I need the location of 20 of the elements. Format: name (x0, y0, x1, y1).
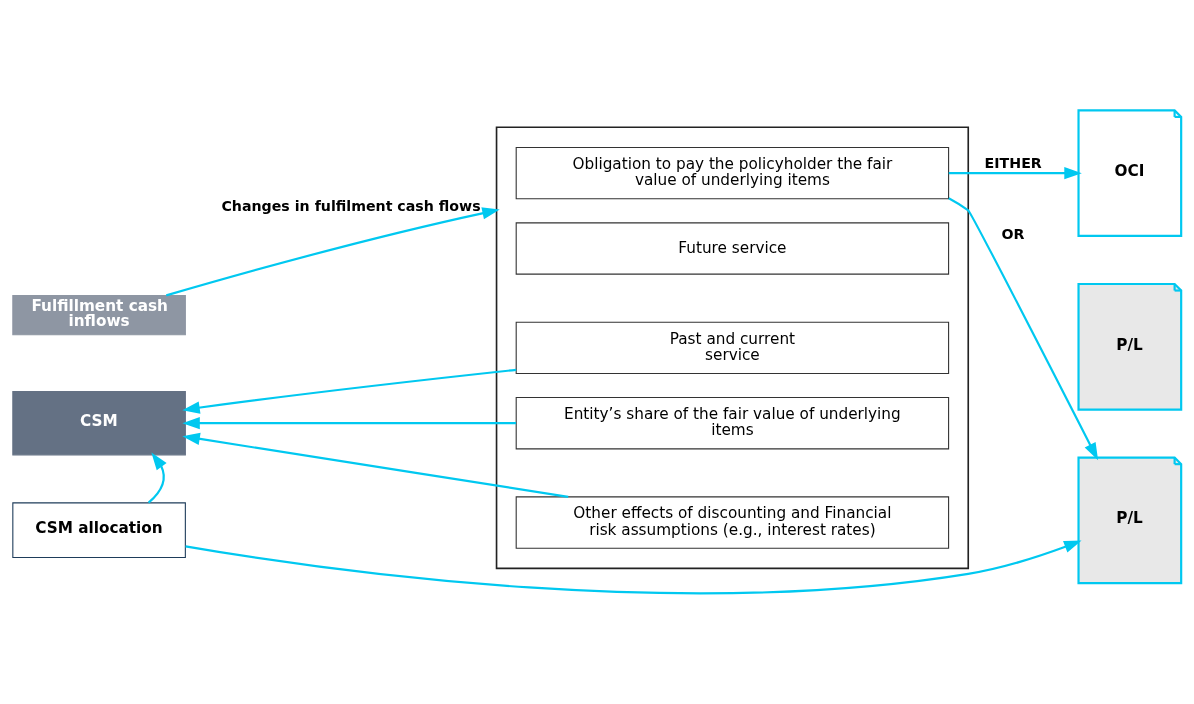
node-box: CSM allocation (12, 502, 186, 559)
node-box: Future service (515, 222, 950, 275)
arrow (147, 452, 167, 504)
node-box: Entity’s share of the fair value of underlying items (515, 397, 950, 450)
node-box: CSM (12, 391, 186, 456)
arrow (182, 368, 517, 414)
node-box: Fulfillment cash inflows (12, 294, 186, 336)
edge-label: Changes in fulfilment cash flows (221, 197, 481, 214)
arrow (185, 540, 1082, 595)
node-box: Other effects of discounting and Financial risk assumptions (e.g., interest rates) (515, 496, 950, 549)
arrow (166, 207, 500, 297)
cluster (495, 126, 970, 570)
arrow (948, 167, 1082, 180)
node-box: Obligation to pay the policyholder the fair value of underlying items (515, 146, 950, 200)
node-box: Past and current service (515, 321, 950, 375)
arrow (948, 197, 1099, 461)
arrow (182, 417, 516, 430)
edge-label: EITHER (984, 155, 1042, 172)
edge-label: OR (1001, 226, 1025, 243)
arrow (182, 432, 569, 498)
